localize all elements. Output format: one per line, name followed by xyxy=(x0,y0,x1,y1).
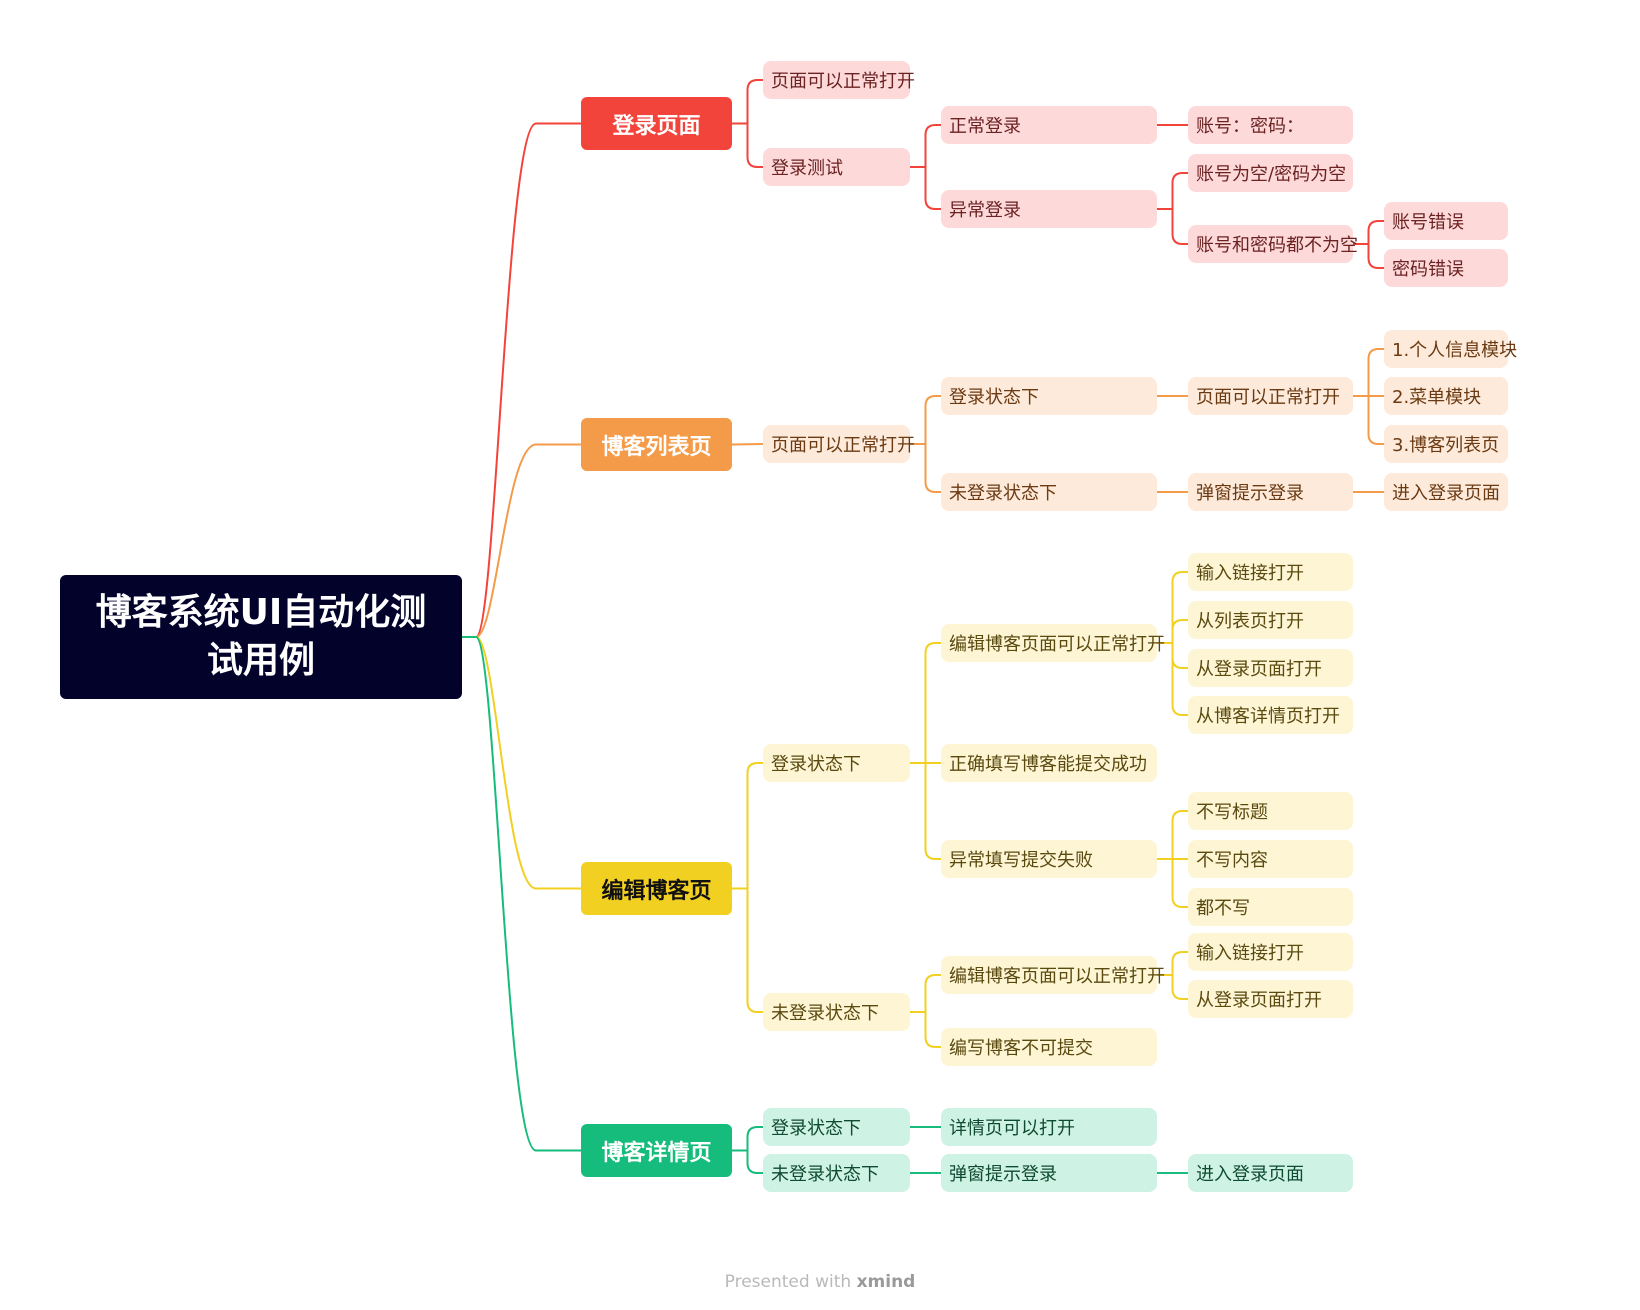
topic-node-ls1[interactable]: 页面可以正常打开 xyxy=(763,425,915,463)
connector-root-edit xyxy=(462,636,581,890)
topic-node-ed16[interactable]: 编写博客不可提交 xyxy=(941,1028,1157,1066)
topic-node-ls9[interactable]: 进入登录页面 xyxy=(1384,473,1508,511)
branch-node-list[interactable]: 博客列表页 xyxy=(581,418,732,471)
topic-node-dt3[interactable]: 未登录状态下 xyxy=(763,1154,910,1192)
connector-detail-dt3 xyxy=(732,1149,763,1174)
connector-login-lg1 xyxy=(732,79,763,125)
topic-node-ls7[interactable]: 未登录状态下 xyxy=(941,473,1157,511)
connector-lg5-lg6 xyxy=(1157,172,1188,210)
connector-ed2-ed3 xyxy=(1157,571,1188,644)
connector-ls1-ls2 xyxy=(910,395,941,445)
connector-lg7-lg9 xyxy=(1353,243,1384,269)
topic-node-ed12[interactable]: 未登录状态下 xyxy=(763,993,910,1031)
connector-root-detail xyxy=(462,636,581,1152)
connector-ed8-ed11 xyxy=(1157,858,1188,908)
topic-node-ed11[interactable]: 都不写 xyxy=(1188,888,1353,926)
topic-node-dt2[interactable]: 详情页可以打开 xyxy=(941,1108,1157,1146)
connector-lg2-lg5 xyxy=(910,166,941,210)
topic-node-ed1[interactable]: 登录状态下 xyxy=(763,744,910,782)
topic-node-lg4[interactable]: 账号：密码： xyxy=(1188,106,1353,144)
topic-node-lg2[interactable]: 登录测试 xyxy=(763,148,910,186)
connector-edit-ed12 xyxy=(732,887,763,1013)
connector-ed13-ed15 xyxy=(1157,974,1188,1000)
topic-node-lg6[interactable]: 账号为空/密码为空 xyxy=(1188,154,1353,192)
connector-ed12-ed13 xyxy=(910,974,941,1013)
connector-lg7-lg8 xyxy=(1353,220,1384,245)
topic-node-lg7[interactable]: 账号和密码都不为空 xyxy=(1188,225,1358,263)
topic-node-ed15[interactable]: 从登录页面打开 xyxy=(1188,980,1353,1018)
connector-ls3-ls6 xyxy=(1353,395,1384,445)
topic-node-ls5[interactable]: 2.菜单模块 xyxy=(1384,377,1508,415)
topic-node-dt5[interactable]: 进入登录页面 xyxy=(1188,1154,1353,1192)
connector-login-lg2 xyxy=(732,122,763,168)
topic-node-dt4[interactable]: 弹窗提示登录 xyxy=(941,1154,1157,1192)
connector-root-list xyxy=(462,443,581,638)
connector-ls3-ls4 xyxy=(1353,348,1384,397)
topic-node-lg3[interactable]: 正常登录 xyxy=(941,106,1157,144)
connector-edit-ed1 xyxy=(732,762,763,890)
topic-node-ls3[interactable]: 页面可以正常打开 xyxy=(1188,377,1353,415)
topic-node-lg1[interactable]: 页面可以正常打开 xyxy=(763,61,915,99)
connector-lg2-lg3 xyxy=(910,124,941,168)
connector-ls1-ls7 xyxy=(910,443,941,493)
connector-ed1-ed2 xyxy=(910,642,941,764)
topic-node-ed13[interactable]: 编辑博客页面可以正常打开 xyxy=(941,956,1165,994)
topic-node-ed5[interactable]: 从登录页面打开 xyxy=(1188,649,1353,687)
connector-ed13-ed14 xyxy=(1157,951,1188,976)
topic-node-dt1[interactable]: 登录状态下 xyxy=(763,1108,910,1146)
topic-node-ed14[interactable]: 输入链接打开 xyxy=(1188,933,1353,971)
footer-brand: xmind xyxy=(856,1272,916,1292)
topic-node-ed6[interactable]: 从博客详情页打开 xyxy=(1188,696,1353,734)
branch-node-detail[interactable]: 博客详情页 xyxy=(581,1124,732,1177)
topic-node-ed2[interactable]: 编辑博客页面可以正常打开 xyxy=(941,624,1165,662)
connector-root-login xyxy=(462,122,581,638)
connector-detail-dt1 xyxy=(732,1126,763,1152)
topic-node-ls2[interactable]: 登录状态下 xyxy=(941,377,1157,415)
connector-list-ls1 xyxy=(731,443,764,446)
topic-node-ed9[interactable]: 不写标题 xyxy=(1188,792,1353,830)
connector-ed2-ed4 xyxy=(1157,619,1188,644)
branch-node-login[interactable]: 登录页面 xyxy=(581,97,732,150)
footer: Presented with xmind xyxy=(0,1272,1640,1292)
topic-node-ed3[interactable]: 输入链接打开 xyxy=(1188,553,1353,591)
footer-prefix: Presented with xyxy=(724,1272,852,1292)
topic-node-ed10[interactable]: 不写内容 xyxy=(1188,840,1353,878)
topic-node-ls4[interactable]: 1.个人信息模块 xyxy=(1384,330,1517,368)
topic-node-lg5[interactable]: 异常登录 xyxy=(941,190,1157,228)
topic-node-ed8[interactable]: 异常填写提交失败 xyxy=(941,840,1157,878)
topic-node-lg8[interactable]: 账号错误 xyxy=(1384,202,1508,240)
connector-ed8-ed9 xyxy=(1157,810,1188,860)
root-node[interactable]: 博客系统UI自动化测试用例 xyxy=(60,575,462,699)
topic-node-ed7[interactable]: 正确填写博客能提交成功 xyxy=(941,744,1157,782)
connector-ed12-ed16 xyxy=(910,1011,941,1048)
branch-node-edit[interactable]: 编辑博客页 xyxy=(581,862,732,915)
connector-lg5-lg7 xyxy=(1157,208,1188,245)
connector-ed1-ed8 xyxy=(910,762,941,860)
topic-node-ls8[interactable]: 弹窗提示登录 xyxy=(1188,473,1353,511)
topic-node-ls6[interactable]: 3.博客列表页 xyxy=(1384,425,1508,463)
connector-ed2-ed6 xyxy=(1157,642,1188,716)
topic-node-lg9[interactable]: 密码错误 xyxy=(1384,249,1508,287)
topic-node-ed4[interactable]: 从列表页打开 xyxy=(1188,601,1353,639)
